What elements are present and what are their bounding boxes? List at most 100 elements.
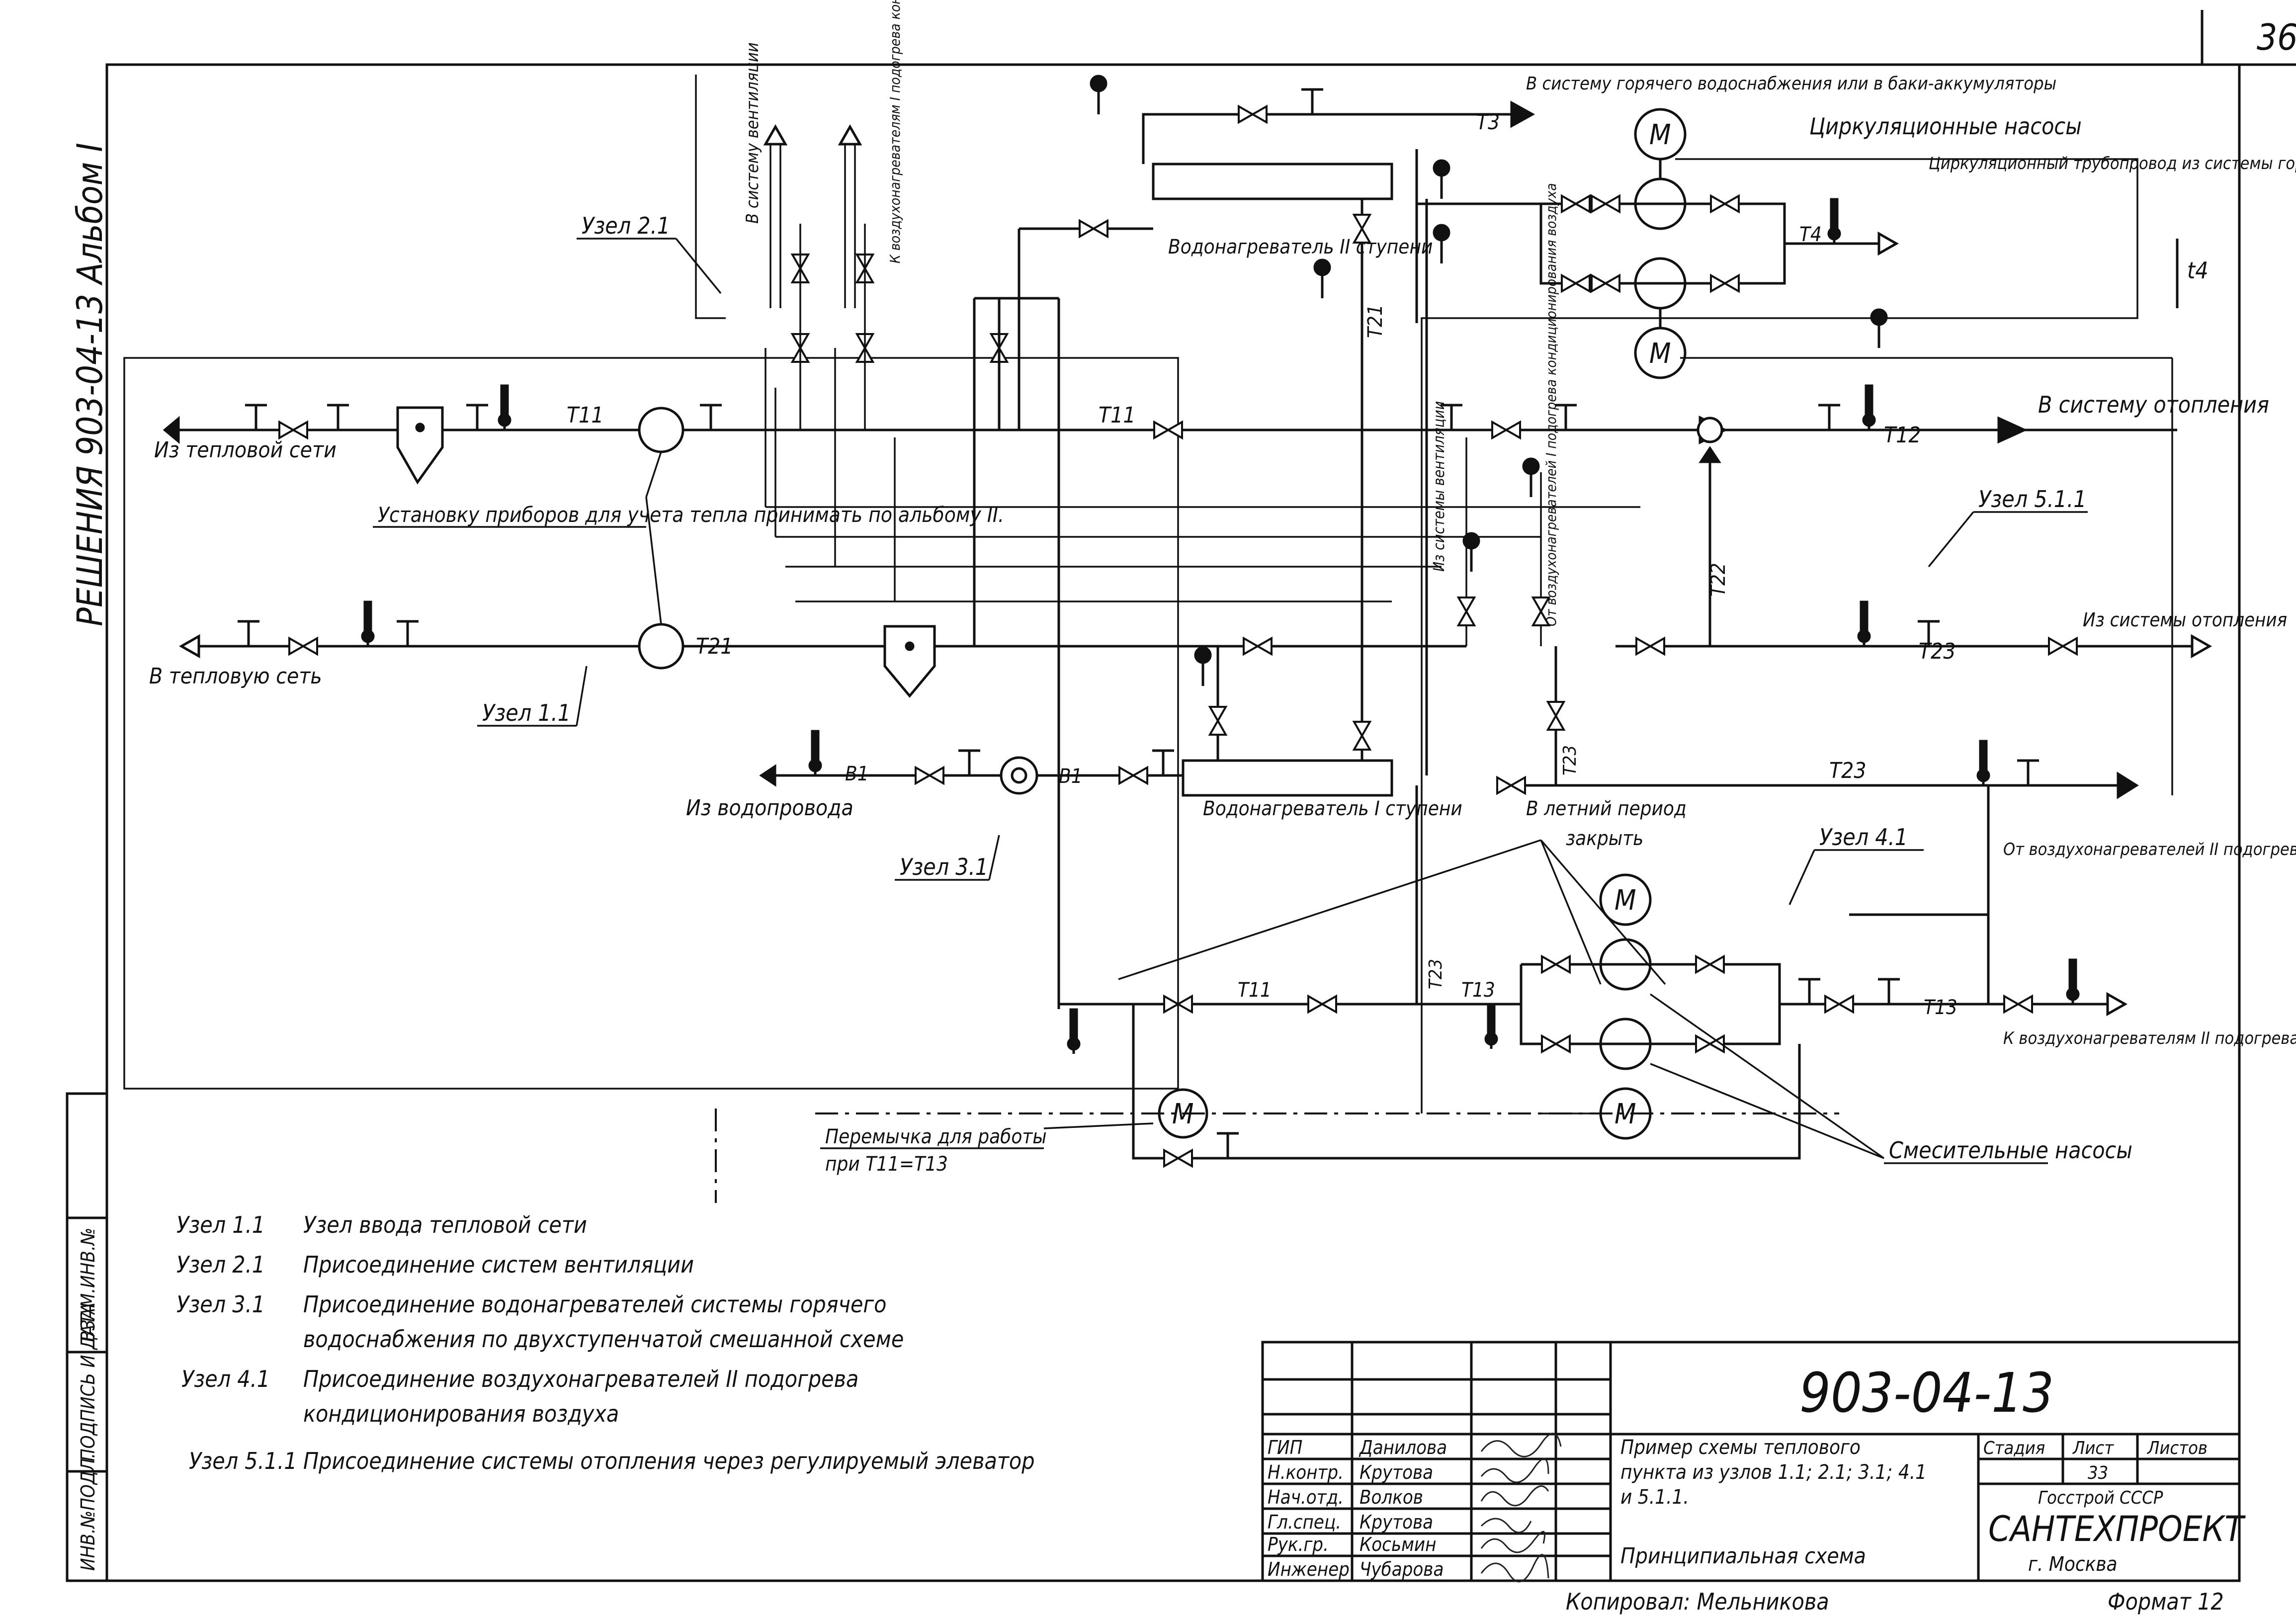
pipe-label-t23-v: Т23: [1560, 745, 1580, 775]
pipe-label-t3: Т3: [1476, 110, 1500, 134]
legend-code-4: Узел 4.1: [181, 1365, 270, 1392]
name-6: Чубарова: [1360, 1558, 1444, 1580]
label-uzel-3-1: Узел 3.1: [900, 853, 988, 880]
label-uzel-5-1-1: Узел 5.1.1: [1978, 486, 2087, 512]
label-from-heat-network: Из тепловой сети: [154, 437, 337, 463]
legend-text-4b: кондиционирования воздуха: [303, 1400, 619, 1427]
label-to-air-heaters-I: К воздухонагревателям I подогрева кондиц…: [887, 0, 903, 263]
org-line-3: г. Москва: [2028, 1553, 2118, 1576]
name-3: Волков: [1360, 1486, 1423, 1508]
label-heater-stage1: Водонагреватель I ступени: [1203, 797, 1462, 820]
legend-text-5: Присоединение системы отопления через ре…: [303, 1448, 1035, 1474]
node-1-1: Т11 Из тепловой сети Т21 В тепловую сеть…: [123, 357, 2177, 1090]
title-line-1: Пример схемы теплового: [1620, 1436, 1861, 1459]
label-from-heating: Из системы отопления: [2083, 609, 2287, 631]
legend-code-1: Узел 1.1: [176, 1211, 265, 1238]
label-to-ventilation: В систему вентиляции: [743, 42, 763, 224]
role-4: Гл.спец.: [1268, 1511, 1341, 1533]
label-to-heat-network: В тепловую сеть: [149, 664, 322, 689]
sheets-label: Листов: [2147, 1438, 2208, 1458]
pipe-label-b1-a: В1: [845, 763, 869, 785]
label-mixing-pumps: Смесительные насосы: [1889, 1137, 2132, 1164]
legend-code-2: Узел 2.1: [176, 1251, 265, 1278]
side-caption: РЕШЕНИЯ 903-04-13 Альбом I: [70, 143, 110, 626]
main-risers: [715, 158, 2173, 1203]
sheet-label: Лист: [2072, 1438, 2114, 1458]
pipe-label-t12: Т12: [1884, 423, 1921, 448]
node-5-1-1: Т11 Т12 В систему отопления Т22 Т23 Из с…: [1099, 239, 2287, 664]
label-circ-pumps: Циркуляционные насосы: [1809, 113, 2082, 140]
sheet-value: 33: [2088, 1463, 2108, 1483]
flow-meter-supply: [638, 407, 684, 453]
side-field-sign: ПОДПИСЬ И ДАТА: [77, 1302, 99, 1461]
drawing-frame: [66, 10, 2296, 1582]
label-from-water-supply: Из водопровода: [686, 795, 853, 821]
pipe-label-t22: Т22: [1707, 563, 1730, 597]
org-line-1: Госстрой СССР: [2038, 1488, 2163, 1508]
label-summer-close-1: В летний период: [1526, 797, 1687, 820]
heater-stage-2: [1152, 163, 1393, 200]
doc-number: 903-04-13: [1799, 1361, 2054, 1425]
legend-text-1: Узел ввода тепловой сети: [303, 1211, 587, 1238]
pipe-label-t13: Т13: [1924, 996, 1957, 1019]
name-2: Крутова: [1360, 1461, 1433, 1483]
svg-text:M: M: [1615, 884, 1636, 917]
label-uzel-1-1: Узел 1.1: [482, 699, 571, 726]
label-summer-close-2: закрыть: [1566, 827, 1643, 850]
pipe-label-t4: Т4: [1799, 223, 1822, 246]
role-5: Рук.гр.: [1268, 1534, 1329, 1555]
mix-pump-motor-1: [1599, 873, 1652, 926]
legend: Узел 1.1 Узел ввода тепловой сети Узел 2…: [176, 1211, 1035, 1474]
name-5: Косьмин: [1360, 1534, 1437, 1555]
node-2-1: В систему вентиляции К воздухонагревател…: [577, 0, 1640, 602]
role-3: Нач.отд.: [1268, 1486, 1344, 1508]
node-3-1: Водонагреватель II ступени Т3 В систему …: [686, 74, 2296, 881]
org-line-2: САНТЕХПРОЕКТ: [1988, 1509, 2246, 1549]
title-block: 903-04-13 ГИП Данилова Н.контр. Крутова …: [1261, 1341, 2246, 1583]
label-jumper-1: Перемычка для работы: [825, 1125, 1047, 1148]
role-2: Н.контр.: [1268, 1461, 1344, 1483]
legend-text-3: Присоединение водонагревателей системы г…: [303, 1291, 886, 1318]
ventilation-returns: Из системы вентиляции От воздухонагреват…: [1431, 183, 1559, 646]
pipe-label-t11-mix: Т11: [1238, 979, 1272, 1002]
pipe-label-t23-mix: Т23: [1426, 959, 1446, 989]
label-from-air-heaters-I: От воздухонагревателей I подогрева конди…: [1543, 183, 1559, 626]
role-1: ГИП: [1268, 1437, 1302, 1458]
node-4-1: Т23 От воздухонагревателей II подогрева …: [820, 646, 2296, 1176]
title-line-2: пункта из узлов 1.1; 2.1; 3.1; 4.1: [1620, 1461, 1927, 1484]
role-6: Инженер: [1268, 1558, 1350, 1580]
legend-code-3: Узел 3.1: [176, 1291, 265, 1318]
title-line-3: и 5.1.1.: [1620, 1486, 1689, 1509]
copied-by: Копировал: Мельникова: [1566, 1588, 1829, 1615]
pipe-label-t21: Т21: [696, 634, 733, 659]
pipe-label-t23-ah: Т23: [1829, 758, 1867, 783]
pipe-label-t21-v: Т21: [1364, 304, 1387, 338]
label-uzel-2-1: Узел 2.1: [582, 212, 670, 239]
pipe-label-t11-in: Т11: [567, 403, 604, 428]
pipe-label-b1-b: В1: [1059, 765, 1083, 788]
label-from-ventilation: Из системы вентиляции: [1431, 401, 1448, 572]
side-field-replace: ВЗАМ.ИНВ.№: [77, 1228, 99, 1342]
title-line-4: Принципиальная схема: [1620, 1543, 1866, 1569]
svg-text:M: M: [1649, 119, 1671, 151]
side-field-inv: ИНВ.№ПОДЛ.: [77, 1453, 99, 1571]
svg-text:M: M: [1649, 338, 1671, 370]
name-1: Данилова: [1359, 1437, 1447, 1458]
legend-text-2: Присоединение систем вентиляции: [303, 1251, 694, 1278]
legend-text-4: Присоединение воздухонагревателей II под…: [303, 1365, 858, 1392]
label-circ-pipeline: Циркуляционный трубопровод из системы го…: [1929, 154, 2296, 173]
name-4: Крутова: [1360, 1511, 1433, 1533]
label-from-air-heaters-II: От воздухонагревателей II подогрева конд…: [2003, 840, 2296, 859]
page-number: 36: [2257, 16, 2296, 58]
heater-stage-1: [1182, 759, 1393, 797]
pipe-label-t11-mid: Т11: [1099, 403, 1136, 428]
label-jumper-2: при Т11=Т13: [825, 1153, 948, 1176]
legend-text-3b: водоснабжения по двухступенчатой смешанн…: [303, 1326, 904, 1353]
legend-code-5: Узел 5.1.1: [189, 1448, 297, 1474]
label-uzel-4-1: Узел 4.1: [1819, 824, 1908, 851]
stage-label: Стадия: [1983, 1438, 2045, 1458]
label-to-heating: В систему отопления: [2038, 391, 2269, 418]
label-to-hot-water: В систему горячего водоснабжения или в б…: [1526, 74, 2056, 94]
pipe-label-t23-heat: Т23: [1919, 639, 1956, 664]
